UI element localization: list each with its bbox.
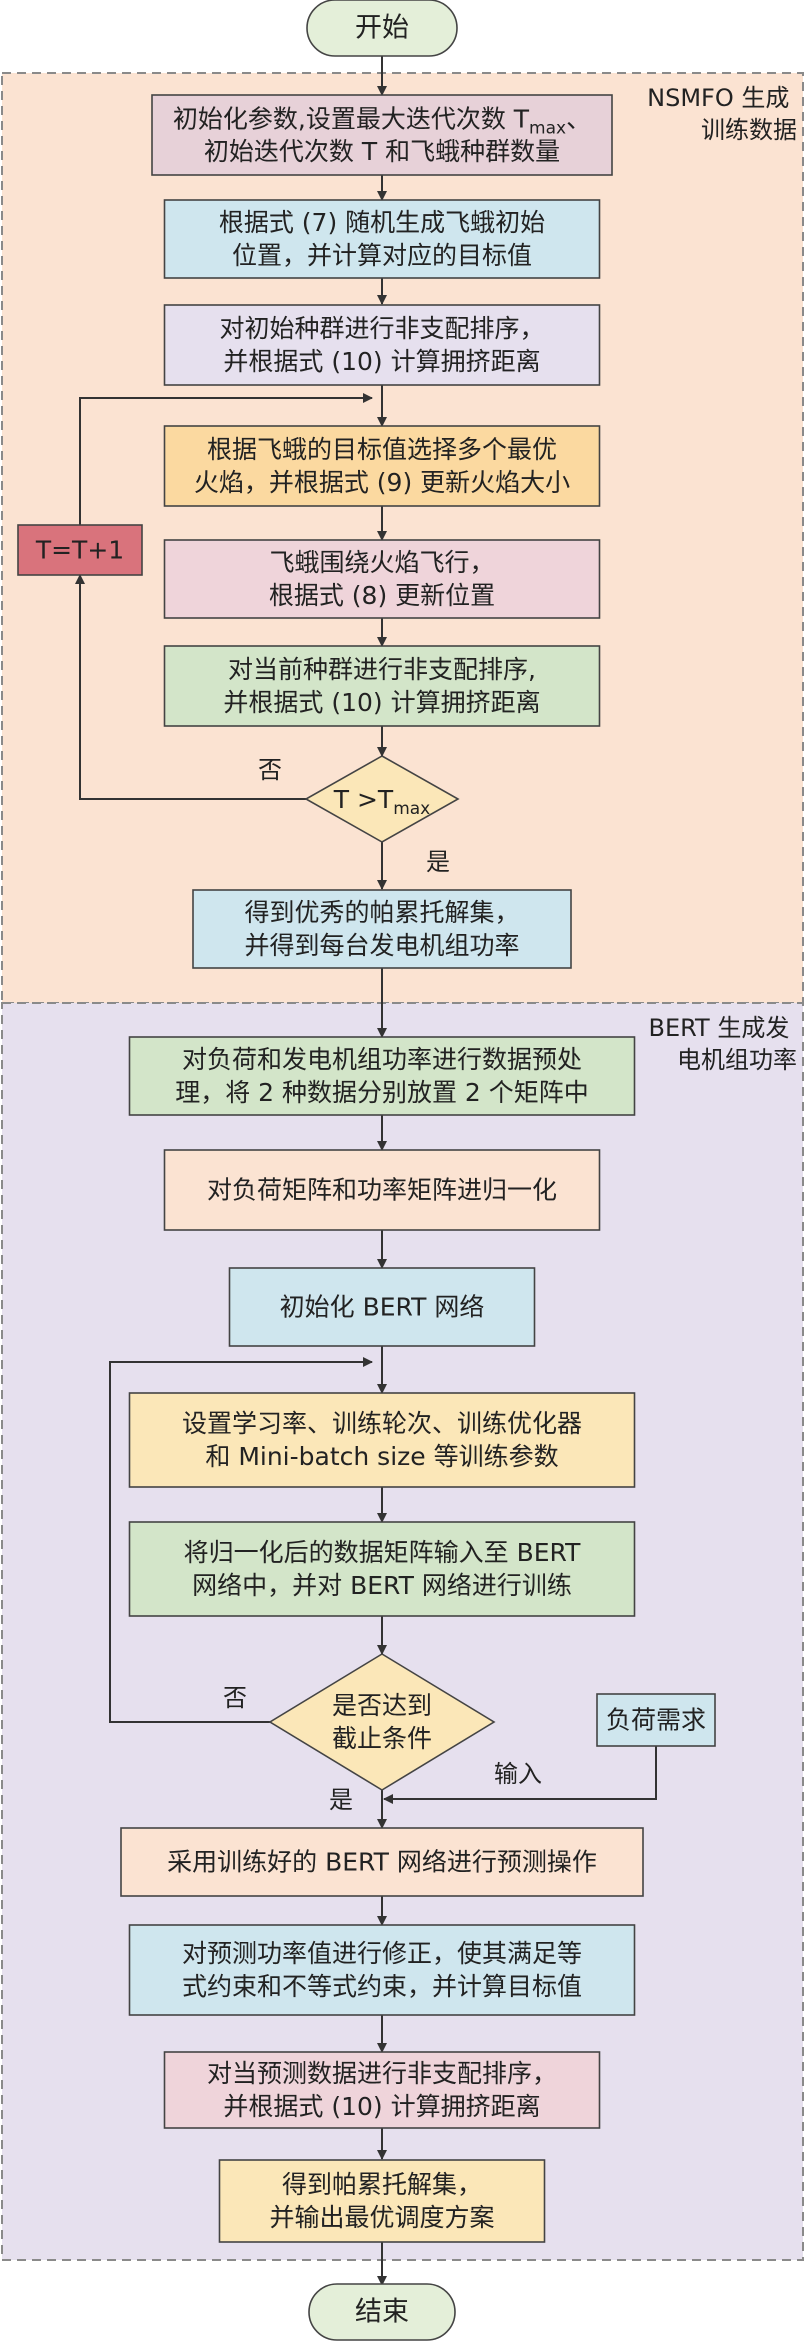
node-d1-text-subscript: max xyxy=(393,799,430,819)
node-start-shape xyxy=(306,0,458,57)
node-n11-text-line-2: 和 Mini-batch size 等训练参数 xyxy=(205,1442,558,1471)
node-d2-shape xyxy=(268,1653,496,1791)
node-n4-text-line-1: 根据飞蛾的目标值选择多个最优 xyxy=(207,435,557,464)
node-n4-text-line-2: 火焰，并根据式 (9) 更新火焰大小 xyxy=(194,468,570,497)
connectors xyxy=(75,56,657,2286)
node-n16-shape xyxy=(218,2159,546,2243)
node-n14-text-line-2: 式约束和不等式约束，并计算目标值 xyxy=(182,1972,582,2001)
region-bert-label: BERT 生成发 电机组功率 xyxy=(649,1014,798,1074)
node-n3-text-line-2: 并根据式 (10) 计算拥挤距离 xyxy=(223,347,540,376)
node-n9-text-line-1: 对负荷矩阵和功率矩阵进归一化 xyxy=(207,1176,557,1205)
node-d1-text-line-1: T >Tmax xyxy=(333,785,430,820)
node-n8-text-line-2: 理，将 2 种数据分别放置 2 个矩阵中 xyxy=(175,1078,589,1107)
node-n14-shape xyxy=(128,1924,636,2016)
region-bert-label-line-1: BERT 生成发 xyxy=(649,1014,790,1042)
node-n1-text-line-1: 初始化参数,设置最大迭代次数 Tmax、 xyxy=(173,104,591,139)
node-n8-shape xyxy=(128,1036,636,1116)
node-n16-text-line-1: 得到帕累托解集， xyxy=(282,2170,482,2199)
node-n5-text-line-2: 根据式 (8) 更新位置 xyxy=(269,581,495,610)
node-n3-shape xyxy=(163,304,601,386)
node-d1-text-part: T >T xyxy=(333,785,394,814)
node-n15-text-line-1: 对当预测数据进行非支配排序， xyxy=(207,2059,557,2088)
node-n6-text-line-1: 对当前种群进行非支配排序, xyxy=(228,655,536,684)
edge-label-yes-2: 是 xyxy=(329,1786,353,1814)
node-n10-text-line-1: 初始化 BERT 网络 xyxy=(280,1293,485,1322)
node-n9-shape xyxy=(163,1149,601,1231)
edge-label-no-1: 否 xyxy=(258,756,282,784)
node-n1-text-part: 初始化参数,设置最大迭代次数 T xyxy=(173,104,530,133)
region-nsmfo-label-line-2: 训练数据 xyxy=(701,116,797,144)
node-end-shape xyxy=(308,2283,456,2341)
edge-label-input: 输入 xyxy=(494,1760,542,1788)
node-n2-text-line-1: 根据式 (7) 随机生成飞蛾初始 xyxy=(219,208,545,237)
node-n6-shape xyxy=(163,645,601,727)
node-n4-shape xyxy=(163,425,601,507)
node-load-text-line-1: 负荷需求 xyxy=(606,1706,706,1735)
node-n2-text-line-2: 位置，并计算对应的目标值 xyxy=(232,241,532,270)
node-n5-text-line-1: 飞蛾围绕火焰飞行， xyxy=(269,548,494,577)
node-n12-shape xyxy=(128,1521,636,1617)
node-n5-shape xyxy=(163,539,601,619)
node-n11-text-line-1: 设置学习率、训练轮次、训练优化器 xyxy=(182,1409,582,1438)
region-nsmfo-label-line-1: NSMFO 生成 xyxy=(647,84,789,112)
arrow-d2-no-n11 xyxy=(109,1357,373,1723)
node-start-text-line-1: 开始 xyxy=(355,13,409,44)
node-d2-text-line-1: 是否达到 xyxy=(332,1691,432,1720)
node-n15-shape xyxy=(163,2051,601,2129)
node-n15-text-line-2: 并根据式 (10) 计算拥挤距离 xyxy=(223,2092,540,2121)
node-n10-shape xyxy=(228,1267,536,1347)
node-d1-shape xyxy=(304,755,460,843)
node-n3-text-line-1: 对初始种群进行非支配排序， xyxy=(219,314,544,343)
node-n2-shape xyxy=(163,199,601,279)
node-load-shape xyxy=(596,1693,716,1747)
node-n1-shape xyxy=(151,94,613,176)
node-n1-text-part: 、 xyxy=(566,104,591,133)
node-inc-shape xyxy=(17,524,143,576)
node-n7-shape xyxy=(192,889,572,969)
node-n7-text-line-1: 得到优秀的帕累托解集， xyxy=(244,898,519,927)
node-n14-text-line-1: 对预测功率值进行修正，使其满足等 xyxy=(182,1939,582,1968)
arrow-inc-n4 xyxy=(79,393,373,525)
node-n1-text-line-2: 初始迭代次数 T 和飞蛾种群数量 xyxy=(204,137,560,166)
arrow-d1-no-inc xyxy=(75,574,306,800)
node-n7-text-line-2: 并得到每台发电机组功率 xyxy=(244,931,519,960)
arrow-load-input xyxy=(383,1746,657,1804)
edge-label-yes-1: 是 xyxy=(426,848,450,876)
node-n13-shape xyxy=(120,1827,644,1897)
node-n12-text-line-2: 网络中，并对 BERT 网络进行训练 xyxy=(192,1571,572,1600)
node-end-text-line-1: 结束 xyxy=(355,2297,409,2328)
edge-label-no-2: 否 xyxy=(223,1684,247,1712)
node-d2-text-line-2: 截止条件 xyxy=(332,1724,432,1753)
node-inc-text-line-1: T=T+1 xyxy=(35,536,124,565)
node-n6-text-line-2: 并根据式 (10) 计算拥挤距离 xyxy=(223,688,540,717)
node-n8-text-line-1: 对负荷和发电机组功率进行数据预处 xyxy=(182,1045,582,1074)
node-n11-shape xyxy=(128,1392,636,1488)
region-bert-label-line-2: 电机组功率 xyxy=(677,1046,797,1074)
region-nsmfo-label: NSMFO 生成 训练数据 xyxy=(647,84,797,144)
node-n13-text-line-1: 采用训练好的 BERT 网络进行预测操作 xyxy=(167,1848,597,1877)
node-n16-text-line-2: 并输出最优调度方案 xyxy=(269,2203,494,2232)
node-n1-text-subscript: max xyxy=(529,119,566,139)
node-n12-text-line-1: 将归一化后的数据矩阵输入至 BERT xyxy=(184,1538,581,1567)
